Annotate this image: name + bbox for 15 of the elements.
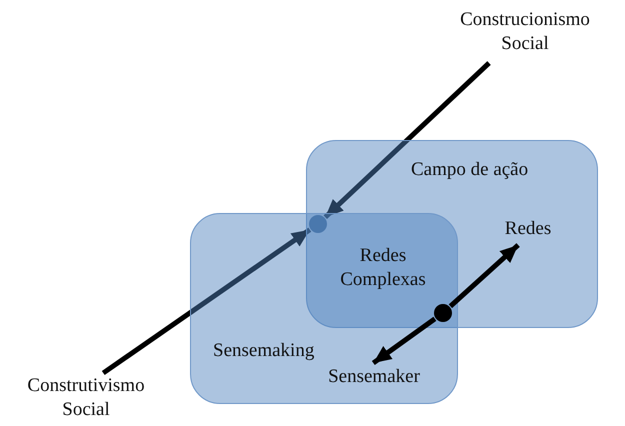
junction-dot [434, 304, 452, 322]
region-heading: Campo de ação [411, 159, 528, 181]
concept-label: Sensemaker [317, 365, 431, 391]
arrow [102, 228, 312, 376]
concept-label: Construtivismo Social [8, 374, 164, 426]
concept-label: Redes [495, 217, 561, 245]
region-box [306, 140, 598, 328]
arrow [448, 243, 520, 308]
arrow [324, 61, 491, 219]
arrow [372, 316, 436, 366]
region-box [190, 213, 458, 404]
region-heading: Sensemaking [213, 340, 314, 362]
junction-dot [309, 215, 327, 233]
concept-label: Construcionismo Social [450, 8, 600, 62]
overlap-label: Redes Complexas [318, 244, 448, 296]
